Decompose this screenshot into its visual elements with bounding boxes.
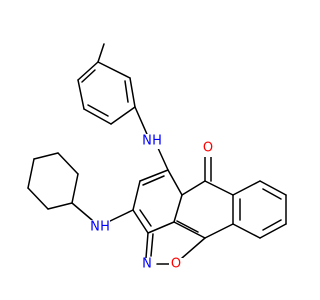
bond bbox=[77, 61, 99, 81]
bond bbox=[142, 175, 165, 186]
bond bbox=[173, 194, 183, 223]
atom-nh-left-n: N bbox=[90, 220, 100, 235]
bond bbox=[132, 209, 149, 234]
bond bbox=[204, 180, 234, 196]
bond bbox=[232, 180, 261, 196]
bond bbox=[97, 43, 105, 63]
bond bbox=[107, 209, 134, 223]
bond bbox=[145, 232, 149, 259]
bond bbox=[262, 219, 282, 231]
bond bbox=[83, 108, 112, 125]
atom-nh-left-h: H bbox=[100, 220, 110, 235]
bond bbox=[176, 220, 199, 233]
molecule-structure: N H O N H N O bbox=[27, 43, 287, 272]
bond bbox=[157, 147, 169, 171]
bond bbox=[232, 223, 261, 239]
atom-nh-top-n: N bbox=[142, 134, 152, 149]
bond bbox=[33, 152, 59, 160]
bond bbox=[110, 106, 136, 125]
atom-o-ketone-label: O bbox=[203, 141, 213, 156]
bond bbox=[132, 180, 141, 211]
bond bbox=[87, 104, 109, 117]
atom-labels: N H O N H N O bbox=[90, 134, 215, 272]
bond bbox=[27, 158, 35, 189]
bond bbox=[147, 221, 175, 234]
atom-o-ring-label: O bbox=[171, 257, 181, 272]
atom-n-ring: N bbox=[141, 257, 154, 272]
bond bbox=[97, 61, 131, 79]
bond bbox=[259, 180, 287, 196]
bond bbox=[71, 202, 93, 221]
bond bbox=[173, 221, 206, 239]
bond bbox=[204, 223, 234, 239]
bond bbox=[124, 80, 129, 103]
atom-nh-top-h: H bbox=[152, 134, 162, 149]
bond bbox=[139, 169, 169, 182]
bond bbox=[81, 69, 96, 83]
bond-lines bbox=[27, 43, 287, 265]
bond bbox=[181, 237, 206, 259]
bond bbox=[77, 79, 85, 110]
atom-n-ring-label: N bbox=[142, 257, 152, 272]
bond bbox=[129, 77, 136, 108]
bond bbox=[47, 202, 73, 210]
atom-o-ketone: O bbox=[201, 141, 215, 157]
atom-nh-top: N H bbox=[142, 134, 162, 149]
bond bbox=[259, 223, 287, 239]
bond bbox=[262, 188, 282, 200]
bond bbox=[71, 173, 79, 204]
structure-canvas: N H O N H N O bbox=[27, 43, 287, 272]
bond bbox=[181, 180, 206, 196]
bond bbox=[167, 169, 183, 196]
bond bbox=[139, 209, 152, 227]
bond bbox=[150, 233, 154, 257]
bond bbox=[57, 152, 79, 175]
atom-nh-left: N H bbox=[90, 220, 110, 235]
atom-o-ring: O bbox=[169, 257, 183, 272]
bond bbox=[27, 187, 49, 210]
